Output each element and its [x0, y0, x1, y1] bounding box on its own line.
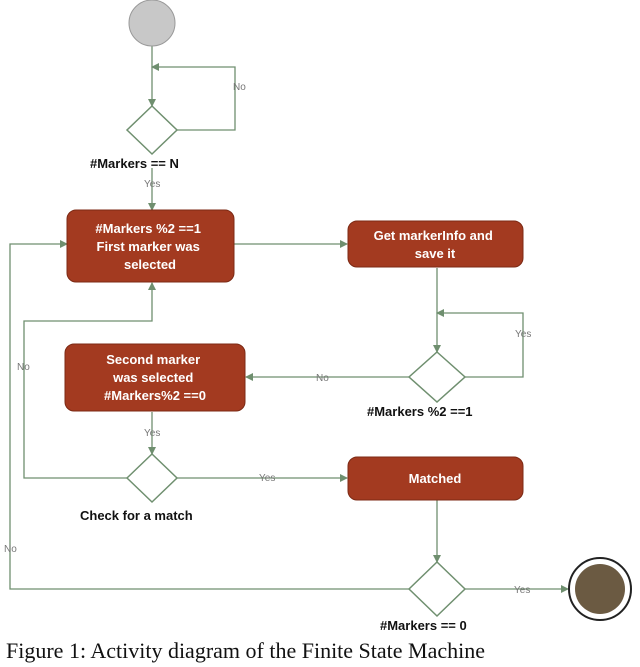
edge-label-d1-yes: Yes — [144, 179, 160, 190]
action-second-marker-line-1: Second marker — [106, 352, 200, 367]
edge-d4-no — [9, 240, 409, 590]
figure-caption: Figure 1: Activity diagram of the Finite… — [0, 632, 640, 667]
svg-text:Get markerInfo and save: Get markerInfo and save it — [374, 228, 497, 261]
action-first-marker-line-1: #Markers %2 ==1 — [95, 221, 201, 236]
condition-check-match: Check for a match — [80, 508, 193, 523]
decision-markers-equal-0 — [407, 560, 467, 618]
condition-markers-equal-0: #Markers == 0 — [380, 618, 467, 632]
action-matched: Matched — [347, 456, 524, 501]
start-node — [128, 0, 176, 47]
decision-markers-mod-2 — [407, 350, 467, 404]
action-first-marker-line-3: selected — [124, 257, 176, 272]
action-matched-label: Matched — [409, 471, 462, 486]
activity-diagram: #Markers %2 ==1 First marker was selecte… — [4, 0, 632, 632]
action-second-marker-line-2: was selected — [112, 370, 193, 385]
figure-caption-text: Figure 1: Activity diagram of the Finite… — [6, 638, 486, 663]
svg-text:#Markers %2 ==1 First ma: #Markers %2 ==1 First marker was selecte… — [95, 221, 204, 272]
edge-d3-no — [23, 282, 156, 479]
action-first-marker: #Markers %2 ==1 First marker was selecte… — [66, 209, 235, 283]
edge-d2-yes-loop — [436, 309, 524, 378]
edge-label-d1-no: No — [233, 82, 246, 93]
edge-label-d4-yes: Yes — [514, 585, 530, 596]
edge-d1-no-loop — [151, 63, 236, 131]
action-get-marker-info-line-1: Get markerInfo and — [374, 228, 493, 243]
edge-label-a3-yes: Yes — [144, 428, 160, 439]
svg-text:Second marker was select: Second marker was selected #Markers%2 ==… — [104, 352, 206, 403]
action-get-marker-info-line-2: save it — [415, 246, 456, 261]
edge-label-d3-no: No — [17, 362, 30, 373]
end-node — [568, 557, 632, 621]
action-first-marker-line-2: First marker was — [97, 239, 200, 254]
decision-markers-equal-n — [125, 104, 179, 156]
edge-label-d3-yes: Yes — [259, 473, 275, 484]
edge-label-d2-yes: Yes — [515, 329, 531, 340]
edge-label-d4-no: No — [4, 544, 17, 555]
edge-label-d2-no: No — [316, 373, 329, 384]
condition-markers-mod-2: #Markers %2 ==1 — [367, 404, 473, 419]
decision-check-match — [125, 452, 179, 504]
action-second-marker-line-3: #Markers%2 ==0 — [104, 388, 206, 403]
action-get-marker-info: Get markerInfo and save it — [347, 220, 524, 268]
action-second-marker: Second marker was selected #Markers%2 ==… — [64, 343, 246, 412]
svg-text:Matched: Matched — [409, 471, 462, 486]
condition-markers-equal-n: #Markers == N — [90, 156, 179, 171]
